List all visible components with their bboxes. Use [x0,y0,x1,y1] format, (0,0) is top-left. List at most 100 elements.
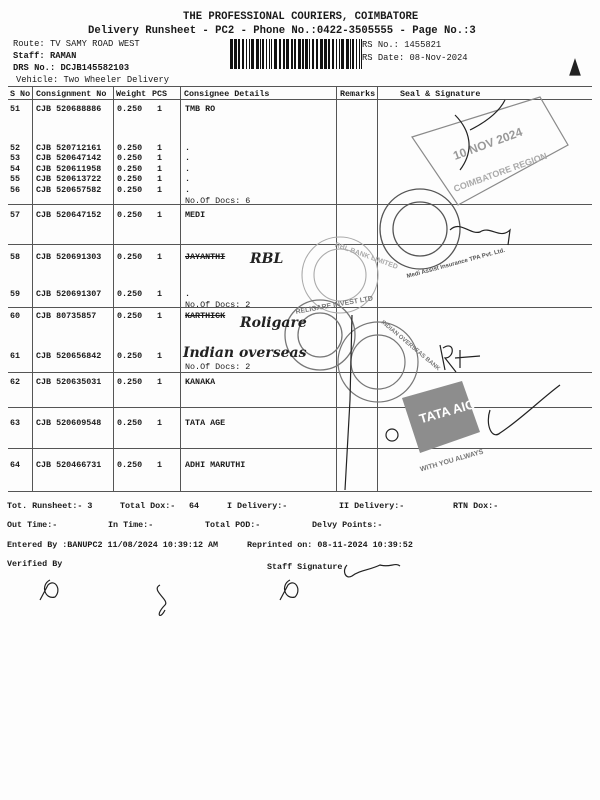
row-divider [8,307,592,308]
barcode-bar [339,39,340,69]
vehicle: Vehicle: Two Wheeler Delivery [16,75,170,85]
iob-stamp: INDIAN OVERSEAS BANK [337,320,442,403]
runsheet-subtitle: Delivery Runsheet - PC2 - Phone No.:0422… [88,25,476,37]
column-divider [377,86,378,491]
row-docs-count: No.Of Docs: 2 [185,362,251,372]
barcode-bar [361,39,362,69]
column-divider [113,86,114,491]
row-consignment-no: CJB 520691307 [36,289,102,299]
barcode-bar [352,39,354,69]
barcode-bar [332,39,334,69]
barcode-bar [274,39,277,69]
barcode-bar [269,39,270,69]
barcode-bar [312,39,314,69]
barcode-bar [359,39,360,69]
row-weight: 0.250 [117,210,143,220]
svg-text:Medi Assist Insurance TPA Pvt.: Medi Assist Insurance TPA Pvt. Ltd. [406,248,506,280]
out-time: Out Time:- [7,520,58,530]
row-weight: 0.250 [117,164,143,174]
row-pcs: 1 [157,418,163,428]
row-consignment-no: CJB 520609548 [36,418,102,428]
rtn-dox: RTN Dox:- [453,501,499,511]
row-consignment-no: CJB 520466731 [36,460,102,470]
row-sno: 62 [10,377,21,387]
barcode-bar [283,39,285,69]
barcode-bar [328,39,330,69]
row-divider [8,244,592,245]
column-header-remarks: Remarks [340,89,376,99]
row-divider [8,407,592,408]
row-pcs: 1 [157,164,163,174]
row-pcs: 1 [157,143,163,153]
barcode-bar [260,39,261,69]
row-consignee-details: . [185,174,191,184]
row-sno: 56 [10,185,21,195]
column-divider [336,86,337,491]
row-weight: 0.250 [117,185,143,195]
row-weight: 0.250 [117,153,143,163]
verified-by: Verified By [7,559,63,569]
row-consignment-no: CJB 520635031 [36,377,102,387]
barcode-bar [336,39,337,69]
row-consignment-no: CJB 520657582 [36,185,102,195]
row-docs-count: No.Of Docs: 6 [185,196,251,206]
row-pcs: 1 [157,153,163,163]
row-sno: 57 [10,210,21,220]
row-consignee-details: TATA AGE [185,418,226,428]
row-consignment-no: CJB 520691303 [36,252,102,262]
row-divider [8,204,592,205]
row-weight: 0.250 [117,351,143,361]
barcode-bar [350,39,351,69]
row-pcs: 1 [157,185,163,195]
handwritten-indian-overseas: Indian overseas [182,345,307,361]
in-time: In Time:- [108,520,154,530]
staff: Staff: RAMAN [13,51,77,61]
row-weight: 0.250 [117,174,143,184]
row-sno: 64 [10,460,21,470]
barcode-bar [294,39,296,69]
column-header-sno: S No [10,89,31,99]
svg-text:INDIAN OVERSEAS BANK: INDIAN OVERSEAS BANK [380,320,442,373]
barcode-bar [251,39,254,69]
header-divider [8,99,592,100]
rs-number: RS No.: 1455821 [362,40,442,50]
row-consignee-details: KANAKA [185,377,216,387]
medi-assist-stamp: Medi Assist Insurance TPA Pvt. Ltd. [379,188,506,280]
row-consignee-details: . [185,185,191,195]
row-pcs: 1 [157,377,163,387]
row-weight: 0.250 [117,311,143,321]
row-pcs: 1 [157,210,163,220]
row-weight: 0.250 [117,460,143,470]
row-consignee-details: JAYANTHI [185,252,226,262]
column-header-details: Consignee Details [184,89,270,99]
barcode-bar [242,39,244,69]
row-consignment-no: CJB 520656842 [36,351,102,361]
row-consignment-no: CJB 520647142 [36,153,102,163]
route: Route: TV SAMY ROAD WEST [13,39,140,49]
row-consignee-details: . [185,164,191,174]
barcode-bar [305,39,308,69]
barcode-bar [320,39,323,69]
ii-delivery: II Delivery:- [339,501,405,511]
total-dox-label: Total Dox:- [120,501,176,511]
row-sno: 60 [10,311,21,321]
barcode-bar [346,39,349,69]
svg-text:WITH YOU ALWAYS: WITH YOU ALWAYS [419,449,484,474]
barcode-bar [256,39,259,69]
row-sno: 52 [10,143,21,153]
barcode-bar [234,39,237,69]
barcode-bar [246,39,247,69]
row-consignment-no: CJB 520688886 [36,104,102,114]
handwritten-rbl: RBL [249,251,283,267]
svg-text:RELIGARE INVEST LTD: RELIGARE INVEST LTD [295,295,373,316]
svg-text:10 NOV 2024: 10 NOV 2024 [451,125,524,163]
row-sno: 51 [10,104,21,114]
row-consignment-no: CJB 80735857 [36,311,97,321]
table-bottom-border [8,491,592,492]
row-pcs: 1 [157,289,163,299]
row-consignee-details: . [185,289,191,299]
barcode-bar [298,39,301,69]
row-pcs: 1 [157,351,163,361]
column-divider [32,86,33,491]
